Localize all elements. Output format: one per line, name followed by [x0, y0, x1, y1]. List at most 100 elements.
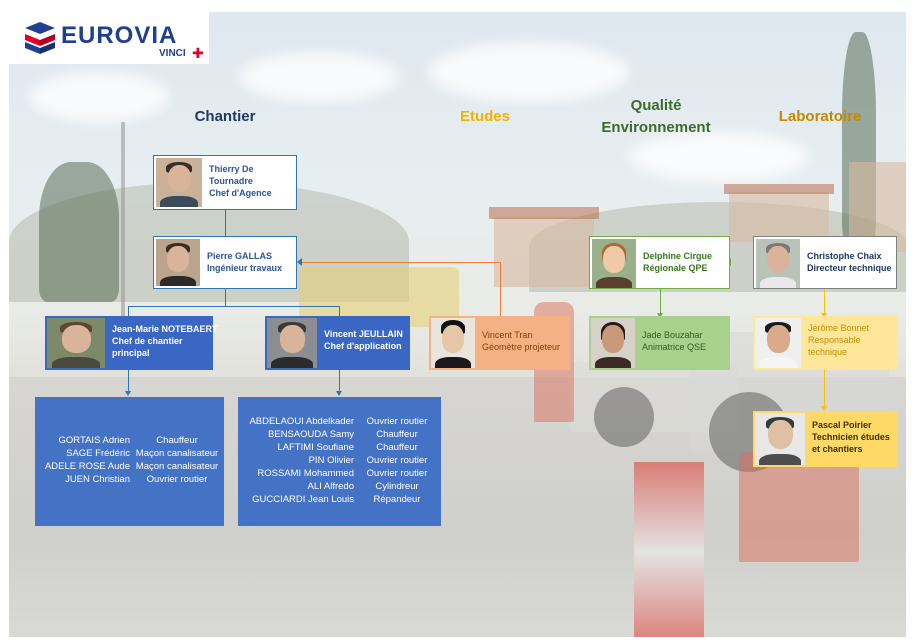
connector-chantier-horizontal	[128, 306, 340, 307]
person-name: Thierry De	[209, 164, 254, 174]
card-delphine: Delphine Cirgue Régionale QPE	[589, 236, 730, 289]
logo-brand-text: EUROVIA	[61, 22, 178, 49]
eurovia-logo: EUROVIA VINCI ✚	[9, 12, 209, 64]
connector-vincent-j-team	[339, 370, 340, 393]
arrow-down-icon	[657, 313, 663, 318]
avatar	[755, 413, 805, 465]
person-title: Responsable	[808, 335, 861, 345]
list-item: PIN Olivier Ouvrier routier	[238, 454, 441, 467]
person-title: et chantiers	[812, 444, 863, 454]
logo-vinci-text: VINCI	[159, 48, 186, 59]
avatar	[431, 318, 475, 368]
person-name: Pascal Poirier	[812, 420, 872, 430]
member-name: JUEN Christian	[65, 474, 130, 485]
person-title: Ingénieur travaux	[207, 263, 283, 273]
person-name: Christophe Chaix	[807, 251, 882, 261]
person-title: Régionale QPE	[643, 263, 708, 273]
person-title: Animatrice QSE	[642, 342, 707, 352]
member-role: Chauffeur	[156, 435, 198, 446]
card-pierre: Pierre GALLAS Ingénieur travaux	[153, 236, 297, 289]
member-name: GUCCIARDI Jean Louis	[252, 494, 354, 505]
person-title: Directeur technique	[807, 263, 892, 273]
list-item: ALI Alfredo Cylindreur	[238, 480, 441, 493]
member-role: Chauffeur	[376, 429, 418, 440]
connector-pierre-vincent-t	[300, 262, 500, 263]
person-title: Chef de chantier	[112, 336, 183, 346]
person-name: Delphine Cirgue	[643, 251, 713, 261]
member-name: ALI Alfredo	[307, 481, 354, 492]
member-role: Chauffeur	[376, 442, 418, 453]
connector-jean-marie-team	[128, 370, 129, 393]
person-title: Chef d'Agence	[209, 188, 272, 198]
member-role: Répandeur	[373, 494, 421, 505]
member-name: ABDELAOUI Abdelkader	[249, 416, 354, 427]
avatar	[755, 318, 801, 368]
arrow-down-icon	[336, 391, 342, 396]
connector-to-vincent-t	[500, 262, 501, 317]
connector-to-vincent-j	[339, 306, 340, 317]
list-item: GUCCIARDI Jean Louis Répandeur	[238, 493, 441, 506]
member-role: Maçon canalisateur	[135, 461, 219, 472]
card-pascal: Pascal Poirier Technicien études et chan…	[753, 411, 897, 467]
card-vincent-jeullain: Vincent JEULLAIN Chef d'application	[265, 316, 410, 370]
member-name: GORTAIS Adrien	[58, 435, 130, 446]
person-title: Géomètre projeteur	[482, 342, 561, 352]
card-jean-marie: Jean-Marie NOTEBAERT Chef de chantier pr…	[45, 316, 218, 370]
person-name: Vincent Tran	[482, 330, 533, 340]
card-jade: Jade Bouzahar Animatrice QSE	[589, 316, 730, 370]
card-thierry: Thierry De Tournadre Chef d'Agence	[153, 155, 297, 210]
member-name: ROSSAMI Mohammed	[257, 468, 354, 479]
connector-to-jean-marie	[128, 306, 129, 317]
arrow-left-icon	[297, 258, 302, 266]
avatar	[156, 239, 200, 286]
avatar	[267, 318, 317, 368]
avatar	[756, 239, 800, 288]
member-name: BENSAOUDA Samy	[267, 429, 354, 440]
header-qualite-line1: Qualité	[630, 97, 682, 114]
header-qualite-environnement: Qualité Environnement	[586, 95, 726, 139]
member-name: PIN Olivier	[308, 455, 354, 466]
header-chantier: Chantier	[194, 108, 256, 125]
person-name: Tournadre	[209, 176, 253, 186]
connector-christophe-jerome	[824, 289, 825, 317]
card-vincent-tran: Vincent Tran Géomètre projeteur	[429, 316, 570, 370]
list-item: GORTAIS Adrien Chauffeur	[35, 434, 224, 447]
member-role: Maçon canalisateur	[135, 448, 219, 459]
connector-jerome-pascal	[824, 370, 825, 410]
header-qualite-line2: Environnement	[601, 119, 711, 136]
list-item: JUEN Christian Ouvrier routier	[35, 473, 224, 486]
header-laboratoire: Laboratoire	[778, 108, 862, 125]
avatar	[156, 158, 202, 207]
connector-delphine-jade	[660, 289, 661, 317]
person-name: Pierre GALLAS	[207, 251, 273, 261]
member-role: Ouvrier routier	[366, 455, 428, 466]
arrow-down-icon	[125, 391, 131, 396]
person-name: Jean-Marie NOTEBAERT	[112, 324, 218, 334]
avatar	[592, 239, 636, 288]
avatar	[591, 318, 635, 368]
card-christophe: Christophe Chaix Directeur technique	[753, 236, 897, 289]
member-role: Ouvrier routier	[366, 468, 428, 479]
member-name: LAFTIMI Soufiane	[277, 442, 354, 453]
member-role: Cylindreur	[375, 481, 419, 492]
person-title: technique	[808, 347, 848, 357]
person-title: Technicien études	[812, 432, 890, 442]
person-title: Chef d'application	[324, 341, 402, 351]
header-etudes: Etudes	[459, 108, 510, 125]
card-jerome: Jérôme Bonnet Responsable technique	[753, 316, 897, 370]
person-name: Jérôme Bonnet	[808, 323, 870, 333]
avatar	[47, 318, 105, 368]
connector-thierry-pierre	[225, 209, 226, 237]
list-item: BENSAOUDA Samy Chauffeur	[238, 428, 441, 441]
member-name: ADELE ROSE Aude	[44, 461, 130, 472]
connector-pierre-down	[225, 288, 226, 306]
arrow-down-icon	[821, 313, 827, 318]
list-item: ADELE ROSE Aude Maçon canalisateur	[35, 460, 224, 473]
person-name: Jade Bouzahar	[642, 330, 703, 340]
member-role: Ouvrier routier	[146, 474, 208, 485]
list-item: ROSSAMI Mohammed Ouvrier routier	[238, 467, 441, 480]
